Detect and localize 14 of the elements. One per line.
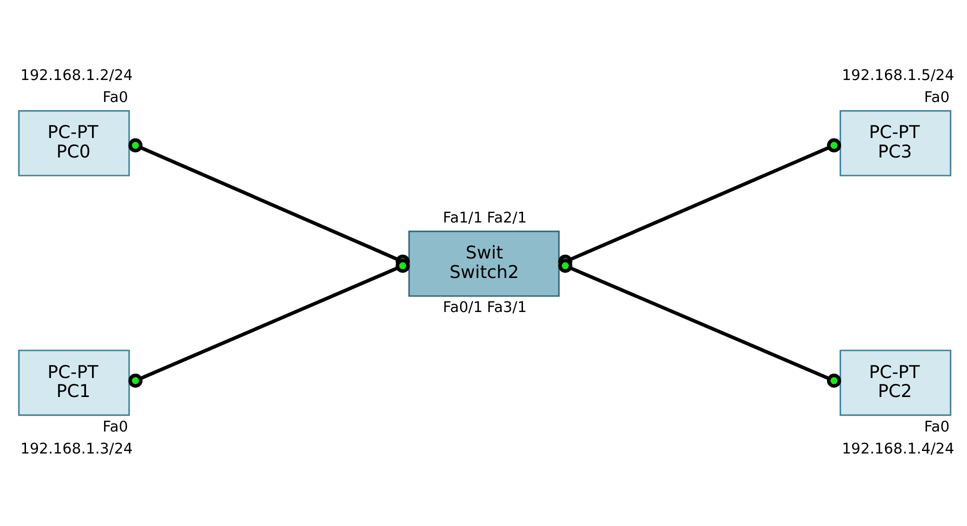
- node-label: 192.168.1.4/24: [841, 440, 954, 458]
- node-label: 192.168.1.5/24: [841, 67, 954, 84]
- node-label: 192.168.1.2/24: [20, 67, 132, 84]
- node-label: Fa1/1: [442, 210, 482, 227]
- node-label: Fa0: [102, 418, 128, 436]
- node-label: 192.168.1.3/24: [20, 440, 132, 458]
- node-label: Fa0: [924, 89, 950, 106]
- node-label: Fa0: [924, 418, 950, 436]
- node-label: Fa0: [102, 89, 128, 106]
- node-label: Fa0/1: [442, 299, 482, 316]
- connector: [128, 258, 410, 388]
- node-label: Fa2/1: [486, 210, 526, 227]
- node-label: Fa3/1: [486, 299, 526, 316]
- connector: [558, 258, 841, 388]
